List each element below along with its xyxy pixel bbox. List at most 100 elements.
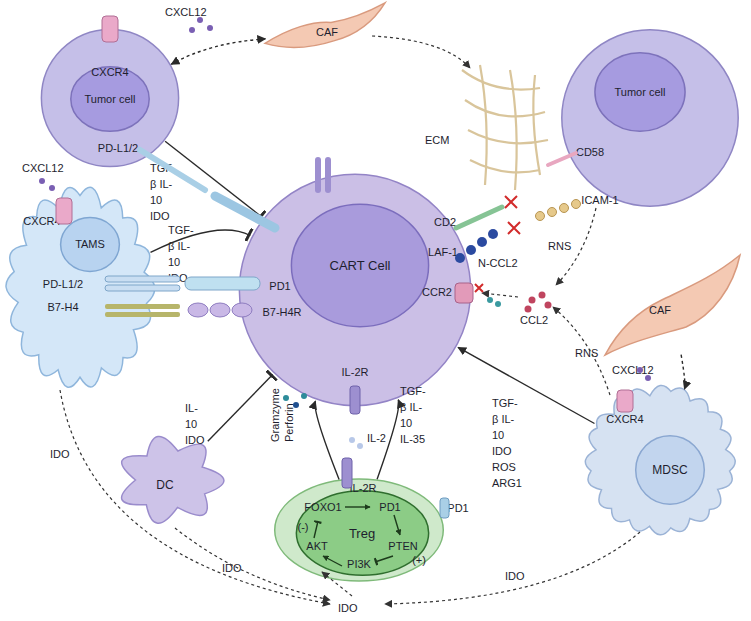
cell-body [605, 255, 740, 355]
n-ccl2-dot [487, 297, 493, 303]
free-label: TGF-β IL-10 IDO [150, 160, 176, 224]
node-label: CAF [649, 304, 671, 317]
node-label: CXCR4 [606, 413, 643, 426]
il2r-receptor [350, 386, 360, 414]
b7-h4-ligand [105, 312, 180, 317]
node-label: CXCR4 [23, 215, 60, 228]
signal-arrow [315, 401, 339, 479]
b7-h4r-receptor [210, 303, 230, 317]
inhibition-arrow [151, 230, 251, 252]
free-label: RNS [575, 345, 598, 361]
cell-circle [595, 53, 685, 131]
cd2-receptor [456, 207, 502, 228]
node-label: PTEN [388, 540, 417, 553]
node-label: CCR2 [422, 286, 452, 299]
block-mark [508, 222, 520, 234]
cxcr4-receptor [617, 390, 633, 412]
node-label: CAF [316, 26, 338, 39]
free-label: Gramzyme Perforin [268, 378, 296, 442]
ido-dot [293, 402, 299, 408]
dashed-arrow [372, 36, 470, 68]
laf1-bead [466, 245, 476, 255]
il2r-receptor [342, 458, 352, 488]
cell-circle [41, 29, 178, 166]
cxcl12-dot [39, 178, 45, 184]
treg-pathway [314, 507, 400, 566]
node-label: PD-L1/2 [43, 278, 83, 291]
ecm-fiber [470, 160, 540, 172]
ccl2-dot [539, 292, 546, 299]
node-label: DC [156, 479, 173, 492]
free-label: IDO [222, 560, 242, 576]
node-label: PI3K [347, 558, 371, 571]
cell-circle [636, 436, 705, 505]
dashed-arrow [385, 532, 640, 604]
node-label: PD-L1/2 [98, 142, 138, 155]
cell-body [585, 385, 735, 534]
b7-h4-ligand [105, 304, 180, 309]
signal-arrow [377, 400, 399, 479]
free-label: TGF-β IL-10 IL-35 [400, 383, 426, 447]
ido-dot [283, 395, 289, 401]
node-label: Tumor cell [85, 93, 136, 106]
pd-l1-receptor [140, 150, 205, 190]
cell-node: Tumor cell [594, 52, 686, 132]
ecm-fiber [468, 130, 548, 143]
inhibition-arrow [165, 141, 262, 217]
free-label: CCL2 [520, 312, 548, 328]
cell-circle [562, 30, 738, 206]
cell-node: CXCR4MDSC [585, 385, 735, 535]
pathway-arrow [323, 556, 342, 566]
pd1-receptor [185, 277, 260, 290]
ccl2-dot [529, 297, 536, 304]
node-label: CD58 [576, 146, 604, 159]
cell-node: TregFOXO1PD1PTENPI3KAKT(-)(+) [295, 490, 430, 576]
cd58-ligand [548, 153, 576, 165]
cxcl12-dot [189, 27, 195, 33]
free-label: IL-10 IDO [185, 400, 205, 448]
laf1-bead [477, 237, 487, 247]
node-label: TAMS [75, 238, 105, 251]
node-label: ICAM-1 [581, 194, 618, 207]
pd1-receptor [440, 498, 449, 518]
cell-node: MDSC [635, 435, 705, 505]
pathway-arrow [345, 506, 370, 507]
cart-receptor [315, 160, 321, 190]
ecm-fibers [462, 65, 548, 190]
cell-node: CAF [265, 0, 385, 70]
free-label: IDO [50, 446, 70, 462]
ccl2-dot [545, 302, 552, 309]
cell-body [265, 3, 385, 48]
node-outline [605, 255, 740, 355]
free-label: N-CCL2 [478, 255, 518, 271]
free-label: CXCL12 [612, 362, 654, 378]
cell-circle [71, 67, 149, 132]
node-label: PD1 [379, 501, 400, 514]
ecm-fiber [533, 75, 540, 175]
cell-node: DC [110, 430, 230, 530]
cxcl12-dot [637, 367, 643, 373]
cxcl12-dot [645, 375, 651, 381]
cell-circle [61, 218, 120, 272]
free-label: CXCL12 [22, 160, 64, 176]
signal-arrow [171, 39, 265, 64]
cxcl12-dot [197, 17, 203, 23]
free-label: IDO [338, 600, 358, 616]
receptors [39, 16, 651, 518]
cell-node: CART Cell [290, 203, 430, 328]
cell-node: CD58ICAM-1 Tumor cell [560, 28, 740, 208]
node-label: CART Cell [330, 259, 391, 272]
ido-dot [301, 393, 307, 399]
free-label: RNS [548, 238, 571, 254]
b7-h4r-receptor [188, 303, 208, 317]
cell-node: CXCR4PD-L1/2Tumor cell [40, 28, 180, 168]
cell-circle [239, 174, 470, 405]
pd1-receptor [215, 196, 275, 228]
node-label: (+) [412, 554, 426, 567]
cell-circle [275, 479, 444, 581]
ecm-fiber [480, 65, 487, 185]
ecm-fiber [510, 70, 517, 190]
n-ccl2-dot [495, 301, 501, 307]
node-label: MDSC [652, 464, 687, 477]
